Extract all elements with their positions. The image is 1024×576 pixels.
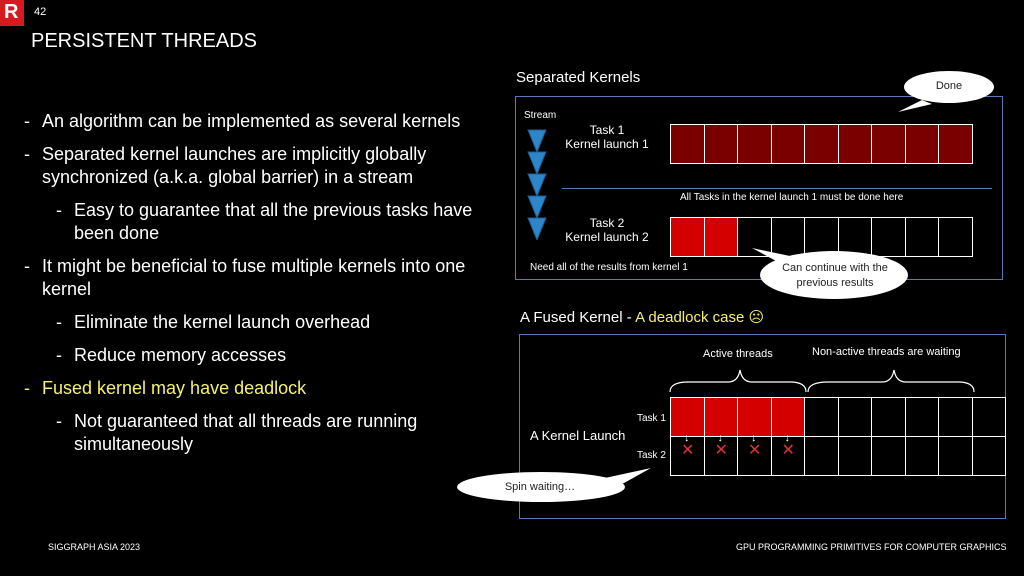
blocked-down-arrow-icon: ↓ [717, 432, 724, 444]
thread-cell [871, 436, 906, 476]
fused-task1-row [670, 397, 1006, 437]
kernel1-thread-row [670, 124, 973, 164]
kernel2-thread-row [670, 217, 973, 257]
thread-cell [871, 124, 906, 164]
thread-cell [904, 436, 939, 476]
footer-right: GPU PROGRAMMING PRIMITIVES FOR COMPUTER … [736, 542, 1007, 552]
thread-cell [670, 124, 705, 164]
thread-cell [938, 397, 973, 437]
spin-waiting-bubble [457, 468, 651, 502]
thread-cell [670, 397, 705, 437]
blocked-x-icon: ✕ [681, 442, 695, 459]
fused-heading-highlight: A deadlock case ☹ [635, 309, 765, 326]
blocked-down-arrow-icon: ↓ [684, 432, 690, 444]
thread-cell [703, 217, 738, 257]
brace-icons [669, 369, 975, 393]
barrier-text: All Tasks in the kernel launch 1 must be… [680, 192, 904, 203]
slide-number: 42 [34, 6, 47, 18]
thread-cell [971, 397, 1006, 437]
thread-cell [703, 124, 738, 164]
thread-cell [904, 217, 939, 257]
continue-bubble-text: Can continue with the previous results [782, 262, 888, 289]
done-bubble-text: Done [935, 80, 963, 92]
sub-bullet-item: Not guaranteed that all threads are runn… [56, 410, 514, 456]
blocked-down-arrow-icon: ↓ [751, 432, 757, 444]
bullet-item-highlight: Fused kernel may have deadlock [24, 377, 514, 400]
thread-cell [837, 124, 872, 164]
separated-kernels-heading: Separated Kernels [516, 69, 641, 86]
thread-cell [770, 436, 805, 476]
spin-waiting-text: Spin waiting… [504, 481, 576, 493]
task1-kernel-launch1-label: Task 1 Kernel launch 1 [565, 123, 649, 151]
thread-cell [837, 397, 872, 437]
thread-cell [971, 436, 1006, 476]
blocked-x-icon: ✕ [714, 442, 728, 459]
waiting-threads-label: Non-active threads are waiting [812, 346, 961, 358]
thread-cell [904, 397, 939, 437]
active-brace-icon [669, 369, 807, 393]
thread-cell [703, 397, 738, 437]
done-bubble [898, 71, 994, 112]
thread-cell [737, 124, 772, 164]
footer-left: SIGGRAPH ASIA 2023 [48, 542, 141, 552]
thread-cell [938, 124, 973, 164]
kernel-launch-label: A Kernel Launch [530, 428, 626, 443]
thread-cell [904, 124, 939, 164]
sub-bullet-item: Reduce memory accesses [56, 344, 514, 367]
bullet-list: An algorithm can be implemented as sever… [24, 110, 514, 466]
bullet-item: Separated kernel launches are implicitly… [24, 143, 514, 189]
active-threads-label: Active threads [703, 348, 773, 360]
stream-label: Stream [524, 110, 557, 121]
global-barrier-line [562, 188, 992, 189]
thread-cell [804, 436, 839, 476]
thread-cell [770, 397, 805, 437]
bullet-item: It might be beneficial to fuse multiple … [24, 255, 514, 301]
sub-bullet-item: Eliminate the kernel launch overhead [56, 311, 514, 334]
thread-cell [837, 217, 872, 257]
blocked-x-icon: ✕ [748, 442, 762, 459]
thread-cell [837, 436, 872, 476]
thread-cell [871, 217, 906, 257]
continue-bubble [752, 248, 908, 299]
fused-task2-row: ↓✕↓✕↓✕↓✕ [670, 432, 1006, 476]
fused-heading-prefix: A Fused Kernel - [520, 309, 636, 326]
need-results-text: Need all of the results from kernel 1 [530, 262, 688, 273]
waiting-brace-icon [807, 369, 975, 393]
thread-cell [737, 397, 772, 437]
thread-cell [804, 217, 839, 257]
sub-bullet-item: Easy to guarantee that all the previous … [56, 199, 514, 245]
fused-task1-label: Task 1 [637, 413, 666, 424]
blocked-x-icon: ✕ [781, 442, 795, 459]
thread-cell [938, 436, 973, 476]
stream-arrow-icon [527, 129, 547, 240]
thread-cell [670, 217, 705, 257]
blocked-down-arrow-icon: ↓ [784, 432, 791, 444]
bullet-item: An algorithm can be implemented as sever… [24, 110, 514, 133]
thread-cell [770, 124, 805, 164]
thread-cell [804, 124, 839, 164]
thread-cell [871, 397, 906, 437]
task2-kernel-launch2-label: Task 2 Kernel launch 2 [565, 216, 649, 244]
fused-kernel-heading: A Fused Kernel - A deadlock case ☹ [520, 308, 764, 326]
fused-task2-label: Task 2 [637, 450, 666, 461]
thread-cell [938, 217, 973, 257]
slide-title: PERSISTENT THREADS [31, 30, 257, 52]
thread-cell [804, 397, 839, 437]
logo: R [0, 0, 24, 26]
separated-kernels-panel [515, 96, 1003, 280]
